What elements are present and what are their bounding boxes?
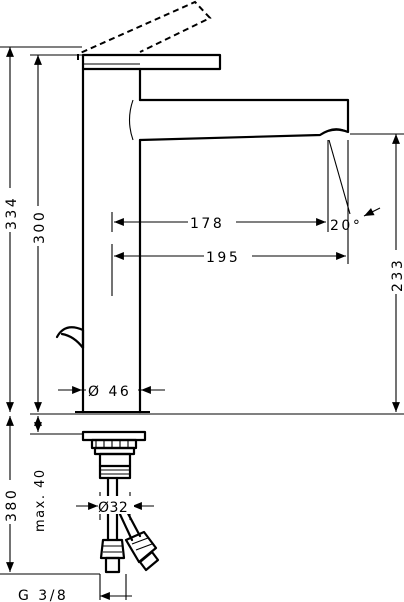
label-thread: G 3/8 [18,588,68,602]
dim-thread: G 3/8 [18,574,132,602]
dim-shank-diameter: Ø32 [76,492,154,520]
under-counter-fittings [81,430,160,574]
label-300: 300 [32,210,48,244]
faucet-body [30,0,404,415]
label-233: 233 [390,258,404,292]
label-380: 380 [4,488,20,522]
dim-counter-max: max. 40 [30,416,82,534]
dim-reach-inner: 178 [111,140,329,232]
label-diameter-46: Ø 46 [88,384,131,400]
dim-height-total: 334 [0,46,82,412]
dim-below-counter: 380 [0,416,100,575]
lever [81,53,222,71]
dim-spout-angle: 20° [328,139,381,234]
label-334: 334 [4,196,20,230]
lever-open-dashed [77,0,212,60]
dim-height-body: 300 [30,54,82,412]
label-diameter-32: Ø32 [98,500,128,516]
label-195: 195 [206,250,240,266]
label-178: 178 [190,216,224,232]
dim-reach-outer: 195 [111,140,349,296]
label-max-40: max. 40 [33,468,48,532]
dim-spout-height: 233 [350,133,404,412]
column [81,67,142,414]
dim-body-diameter: Ø 46 [58,380,165,400]
side-handle [55,326,85,350]
spout [138,98,350,142]
label-angle: 20° [330,218,362,234]
